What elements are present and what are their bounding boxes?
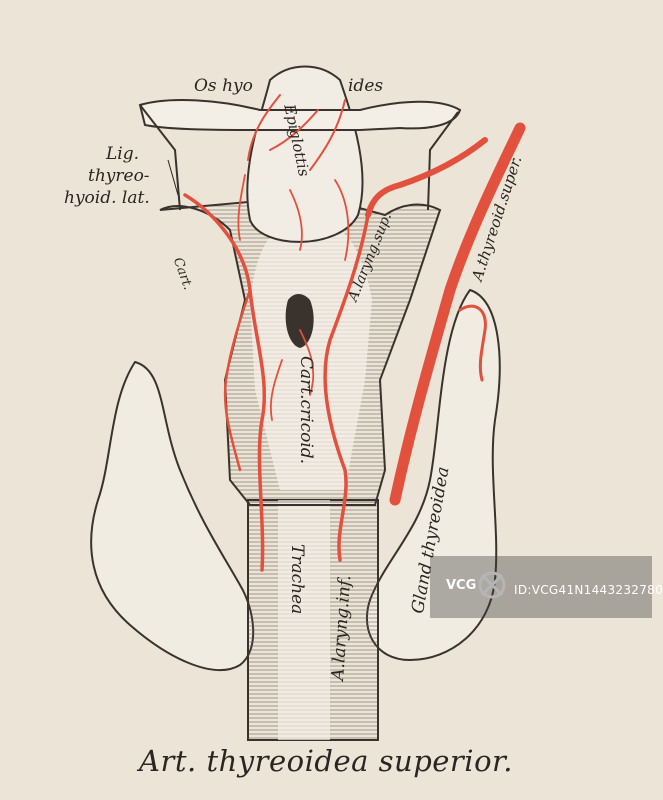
label-os-hyoides-right: ides <box>348 76 384 96</box>
hyoid-bone <box>138 99 462 211</box>
label-lig-line3: hyoid. lat. <box>64 188 150 208</box>
trachea <box>247 499 379 741</box>
watermark-logo-text: VCG <box>446 578 477 593</box>
label-pointers <box>167 159 179 196</box>
watermark-logo-icon <box>478 571 506 599</box>
label-lig-line2: thyreo- <box>88 166 150 186</box>
label-cart-cricoid: Cart.cricoid. <box>296 356 316 465</box>
thyroid-gland <box>90 288 501 671</box>
label-lig-line1: Lig. <box>106 144 140 164</box>
artery-network <box>183 94 526 572</box>
label-trachea: Trachea <box>287 544 307 615</box>
watermark-band <box>430 556 652 618</box>
watermark-id-text: ID:VCG41N1443232780 <box>514 583 663 597</box>
label-os-hyoides-left: Os hyo <box>194 76 253 96</box>
figure-caption: Art. thyreoidea superior. <box>139 744 513 778</box>
